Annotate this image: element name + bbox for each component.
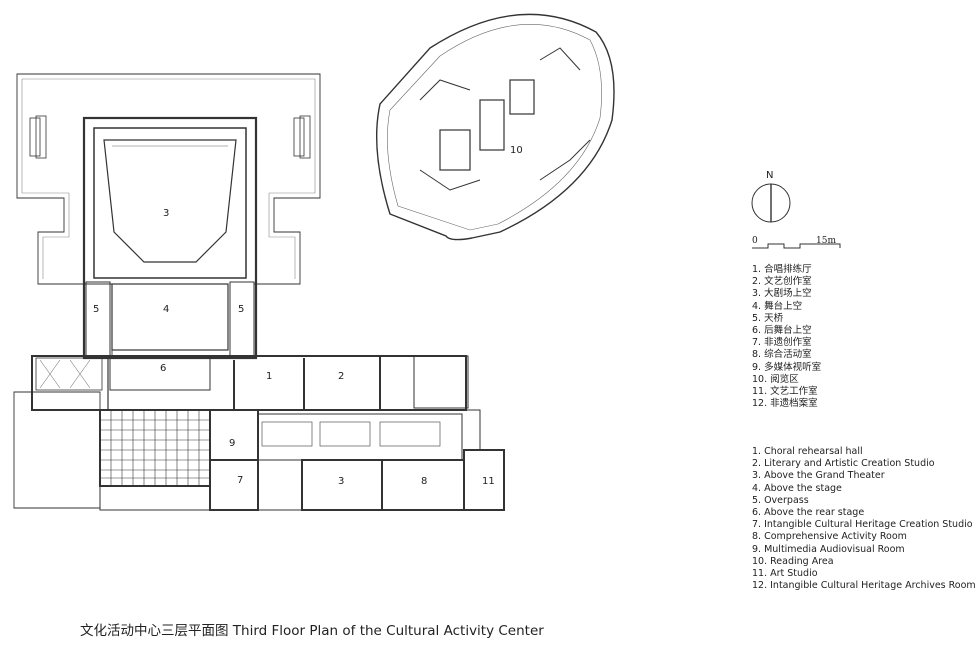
room-label-7: 7 [237, 475, 243, 486]
room-label-10: 10 [510, 145, 523, 156]
reading-building-outline [375, 13, 615, 241]
legend-cn-item: 11. 文艺工作室 [752, 386, 818, 398]
legend-en-item: 7. Intangible Cultural Heritage Creation… [752, 519, 973, 531]
legend-cn-item: 7. 非遗创作室 [752, 337, 812, 349]
main-block [31, 355, 467, 411]
legend-chinese: 1. 合唱排练厅 2. 文艺创作室 3. 大剧场上空 4. 舞台上空 5. 天桥… [752, 264, 821, 410]
legend-cn-item: 3. 大剧场上空 [752, 288, 812, 300]
legend-en-item: 10. Reading Area [752, 555, 834, 567]
legend-en-item: 1. Choral rehearsal hall [752, 446, 863, 457]
drawing-caption: 文化活动中心三层平面图 Third Floor Plan of the Cult… [80, 623, 544, 639]
legend-cn-item: 9. 多媒体视听室 [752, 361, 822, 373]
room-label-9: 9 [229, 438, 235, 449]
legend-en-item: 3. Above the Grand Theater [752, 470, 885, 482]
legend-cn-item: 4. 舞台上空 [752, 300, 803, 312]
room-label-4: 4 [163, 304, 169, 315]
legend-cn-item: 2. 文艺创作室 [752, 276, 812, 288]
legend-en-item: 9. Multimedia Audiovisual Room [752, 543, 905, 555]
legend-en-item: 4. Above the stage [752, 482, 842, 494]
grid-lines [100, 410, 210, 486]
legend-cn-item: 8. 综合活动室 [752, 349, 812, 361]
legend-en-item: 6. Above the rear stage [752, 507, 865, 519]
legend-cn-item: 6. 后舞台上空 [752, 325, 812, 337]
stage-area [111, 283, 229, 351]
room-label-6: 6 [160, 363, 166, 374]
scale-start-label: 0 [752, 236, 758, 246]
room-label-1: 1 [266, 371, 272, 382]
room-label-3: 3 [163, 208, 169, 219]
room-label-5-left: 5 [93, 304, 99, 315]
legend-english: 1. Choral rehearsal hall 2. Literary and… [752, 446, 976, 592]
north-label: N [766, 170, 774, 181]
room-label-3-lower: 3 [338, 476, 344, 487]
legend-en-item: 8. Comprehensive Activity Room [752, 531, 907, 543]
scale-end-label: 15m [816, 236, 836, 246]
legend-cn-item: 12. 非遗档案室 [752, 398, 818, 410]
room-label-11: 11 [482, 476, 495, 487]
legend-en-item: 5. Overpass [752, 494, 809, 506]
legend-en-item: 2. Literary and Artistic Creation Studio [752, 458, 935, 470]
legend-cn-item: 10. 阅览区 [752, 373, 799, 385]
scale-bar-icon [752, 243, 841, 249]
legend-cn-item: 1. 合唱排练厅 [752, 264, 812, 275]
room-label-5-right: 5 [238, 304, 244, 315]
room-label-2: 2 [338, 371, 344, 382]
legend-en-item: 11. Art Studio [752, 568, 818, 580]
room-label-8: 8 [421, 476, 427, 487]
legend-cn-item: 5. 天桥 [752, 312, 784, 324]
legend-en-item: 12. Intangible Cultural Heritage Archive… [752, 580, 976, 592]
